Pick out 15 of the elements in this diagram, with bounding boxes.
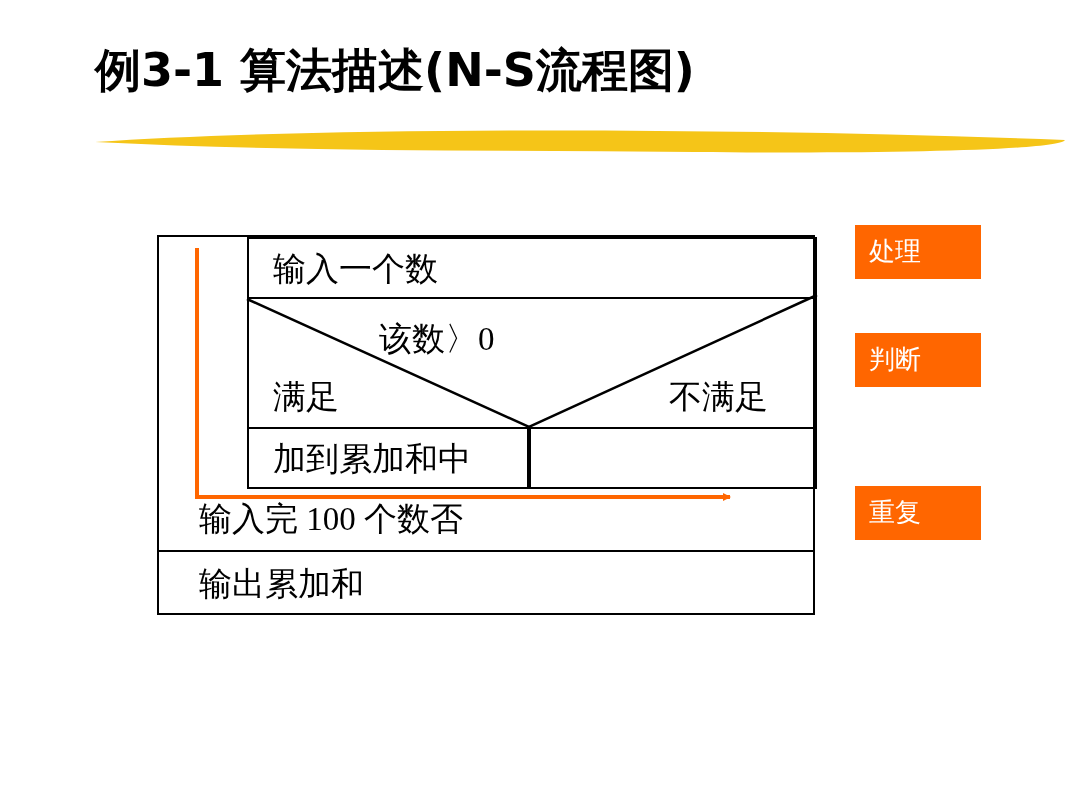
- process-box: [247, 427, 529, 489]
- category-tag: [855, 486, 981, 540]
- step-text: 输入一个数: [273, 250, 438, 289]
- process-box: [247, 237, 817, 299]
- tag-text: 判断: [869, 343, 921, 376]
- loop-condition-text: 输入完 100 个数否: [199, 500, 463, 539]
- step-text: 加到累加和中: [273, 440, 471, 479]
- category-tag: [855, 333, 981, 387]
- step-text: 输出累加和: [199, 565, 364, 604]
- tag-text: 处理: [869, 235, 921, 268]
- tag-text: 重复: [869, 496, 921, 529]
- slide-title: 例3-1 算法描述(N-S流程图): [95, 42, 695, 99]
- process-box: [157, 550, 815, 615]
- process-box: [529, 427, 817, 489]
- category-tag: [855, 225, 981, 279]
